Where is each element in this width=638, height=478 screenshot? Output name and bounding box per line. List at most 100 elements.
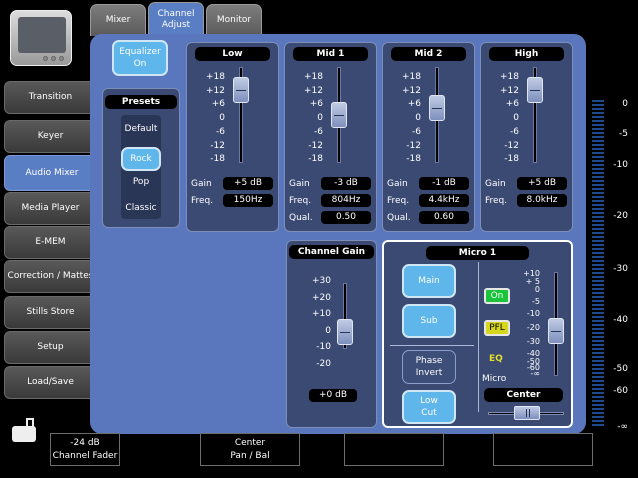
sidebar-item-transition[interactable]: Transition <box>4 81 97 114</box>
channel-gain-title: Channel Gain <box>289 245 374 259</box>
micro-fader-slider[interactable] <box>548 318 564 344</box>
micro-box: Micro 1 Main Sub Phase Invert Low Cut On… <box>382 240 573 428</box>
tab-monitor[interactable]: Monitor <box>206 4 262 36</box>
eq-scale-tick: +12 <box>500 85 519 96</box>
freq-label: Freq. <box>191 196 214 206</box>
eq-scale-tick: +6 <box>407 99 421 110</box>
eq-scale-tick: -18 <box>210 154 225 165</box>
eq-fader-slider[interactable] <box>429 95 445 121</box>
freq-label: Freq. <box>289 196 312 206</box>
qual-label: Qual. <box>289 213 313 223</box>
freq-value[interactable]: 804Hz <box>321 194 371 207</box>
sub-button[interactable]: Sub <box>402 304 456 338</box>
sidebar-item-correction-mattes[interactable]: Correction / Mattes <box>4 260 97 293</box>
tab-mixer[interactable]: Mixer <box>90 4 146 36</box>
eq-scale-tick: -6 <box>216 126 225 137</box>
preset-rock[interactable]: Rock <box>121 147 161 171</box>
eq-scale-tick: -12 <box>210 140 225 151</box>
micro-scale-tick: -20 <box>526 323 540 332</box>
eq-scale-tick: -6 <box>314 126 323 137</box>
equalizer-on-button[interactable]: Equalizer On <box>112 40 168 76</box>
eq-scale-tick: -12 <box>308 140 323 151</box>
vu-scale-tick: -20 <box>613 211 628 221</box>
band-title: Mid 1 <box>293 47 368 61</box>
eq-scale-tick: -6 <box>510 126 519 137</box>
low-cut-button[interactable]: Low Cut <box>402 390 456 424</box>
freq-value[interactable]: 150Hz <box>223 194 273 207</box>
empty-status-1[interactable] <box>344 433 444 466</box>
micro-scale-tick: 0 <box>534 285 540 294</box>
eq-scale-tick: -18 <box>504 154 519 165</box>
eq-fader-track <box>533 67 537 163</box>
eq-scale-tick: +12 <box>206 85 225 96</box>
micro-scale-tick: -30 <box>526 337 540 346</box>
micro-scale-tick: -10 <box>526 309 540 318</box>
micro-scale-tick: -60 <box>526 363 540 372</box>
sidebar-item-load-save[interactable]: Load/Save <box>4 366 97 399</box>
eq-fader-slider[interactable] <box>233 77 249 103</box>
phase-invert-button[interactable]: Phase Invert <box>402 350 456 384</box>
micro-scale-tick: -5 <box>532 297 540 306</box>
pfl-button[interactable]: PFL <box>484 320 510 336</box>
gain-scale-tick: +30 <box>312 276 331 286</box>
vu-scale-tick: -5 <box>619 129 628 139</box>
eq-scale-tick: +6 <box>211 99 225 110</box>
freq-value[interactable]: 4.4kHz <box>419 194 469 207</box>
sidebar-item-e-mem[interactable]: E-MEM <box>4 226 97 259</box>
monitor-icon[interactable] <box>10 10 72 66</box>
eq-scale-tick: +12 <box>304 85 323 96</box>
vu-scale-tick: -50 <box>613 364 628 374</box>
sidebar-item-setup[interactable]: Setup <box>4 331 97 364</box>
qual-value[interactable]: 0.60 <box>419 211 469 224</box>
channel-gain-value: +0 dB <box>309 389 357 402</box>
vu-scale-tick: -∞ <box>617 422 628 432</box>
eq-fader-track <box>239 67 243 163</box>
freq-label: Freq. <box>485 196 508 206</box>
channel-gain-slider[interactable] <box>337 319 353 345</box>
eq-fader-slider[interactable] <box>527 77 543 103</box>
vu-scale-tick: -30 <box>613 264 628 274</box>
vu-meter <box>592 100 604 428</box>
gain-value[interactable]: -3 dB <box>321 177 371 190</box>
micro-scale-tick: -40 <box>526 349 540 358</box>
gain-value[interactable]: +5 dB <box>517 177 567 190</box>
gain-scale-tick: +20 <box>312 292 331 303</box>
sidebar-item-stills-store[interactable]: Stills Store <box>4 296 97 329</box>
eq-fader-slider[interactable] <box>331 102 347 128</box>
qual-value[interactable]: 0.50 <box>321 211 371 224</box>
micro-scale-tick: + 5 <box>525 277 540 286</box>
eq-scale-tick: +12 <box>402 85 421 96</box>
gain-value[interactable]: +5 dB <box>223 177 273 190</box>
eq-scale-tick: -12 <box>504 140 519 151</box>
on-button[interactable]: On <box>484 288 510 304</box>
usb-icon <box>12 416 36 444</box>
preset-pop[interactable]: Pop <box>132 177 150 187</box>
band-title: Mid 2 <box>391 47 466 61</box>
eq-scale-tick: 0 <box>415 113 421 124</box>
band-title: Low <box>195 47 270 61</box>
gain-scale-tick: -20 <box>316 358 331 369</box>
eq-scale-tick: +18 <box>206 72 225 82</box>
eq-scale-tick: 0 <box>513 113 519 124</box>
eq-scale-tick: 0 <box>317 113 323 124</box>
sidebar-item-audio-mixer[interactable]: Audio Mixer <box>4 155 100 191</box>
sidebar-item-media-player[interactable]: Media Player <box>4 192 97 225</box>
vu-scale-tick: 0 <box>622 99 628 109</box>
empty-status-2[interactable] <box>493 433 593 466</box>
pan-slider[interactable] <box>514 406 540 420</box>
preset-default[interactable]: Default <box>124 124 158 134</box>
sidebar-item-keyer[interactable]: Keyer <box>4 120 97 153</box>
freq-value[interactable]: 8.0kHz <box>517 194 567 207</box>
vu-scale-tick: -60 <box>613 386 628 396</box>
tab-channel-adjust[interactable]: Channel Adjust <box>148 2 204 36</box>
eq-scale-tick: -18 <box>308 154 323 165</box>
preset-classic[interactable]: Classic <box>125 203 157 213</box>
gain-value[interactable]: -1 dB <box>419 177 469 190</box>
main-button[interactable]: Main <box>402 264 456 298</box>
eq-scale-tick: +18 <box>500 72 519 82</box>
